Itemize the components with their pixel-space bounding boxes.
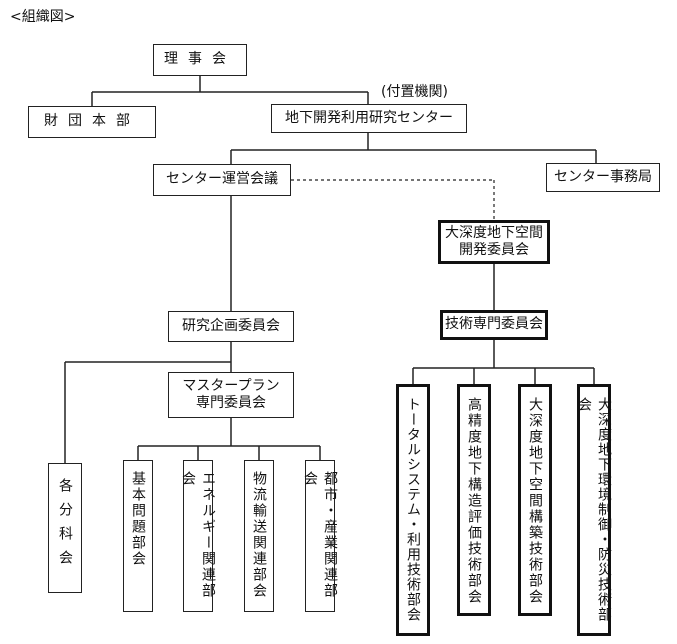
logistics-label: 物流輸送関連部会	[251, 471, 267, 599]
subcommittees-label: 各分科会	[57, 478, 73, 574]
environment-control-node: 大深度地下環境制御・防災技術部会	[576, 384, 612, 636]
center-office-node: センター事務局	[546, 163, 660, 192]
page-title: <組織図>	[10, 9, 76, 25]
deep-dev-committee-node: 大深度地下空間 開発委員会	[438, 220, 550, 264]
precision-structure-node: 高精度地下構造評価技術部会	[457, 384, 491, 616]
center-meeting-node: センター運営会議	[153, 164, 291, 196]
total-system-label: トータルシステム・利用技術部会	[405, 397, 421, 622]
environment-control-label: 大深度地下環境制御・防災技術部会	[576, 397, 612, 622]
annotation-label: (付置機関)	[381, 84, 448, 100]
basic-issues-node: 基本問題部会	[123, 460, 153, 612]
basic-issues-label: 基本問題部会	[130, 471, 146, 567]
space-construction-node: 大深度地下空間構築技術部会	[518, 384, 552, 616]
logistics-node: 物流輸送関連部会	[244, 460, 274, 612]
precision-structure-label: 高精度地下構造評価技術部会	[466, 397, 482, 605]
energy-node: エネルギー関連部会	[180, 460, 216, 612]
board-node: 理事会	[153, 44, 247, 76]
research-center-node: 地下開発利用研究センター	[271, 104, 467, 133]
masterplan-node: マスタープラン 専門委員会	[168, 372, 294, 418]
foundation-node: 財団本部	[28, 106, 156, 138]
subcommittees-node: 各分科会	[48, 463, 82, 593]
technical-committee-node: 技術専門委員会	[440, 310, 548, 340]
total-system-node: トータルシステム・利用技術部会	[396, 384, 430, 636]
urban-industry-node: 都市・産業関連部会	[302, 460, 338, 612]
space-construction-label: 大深度地下空間構築技術部会	[527, 397, 543, 605]
energy-label: エネルギー関連部会	[180, 471, 216, 599]
urban-industry-label: 都市・産業関連部会	[302, 471, 338, 599]
research-planning-node: 研究企画委員会	[168, 311, 294, 342]
